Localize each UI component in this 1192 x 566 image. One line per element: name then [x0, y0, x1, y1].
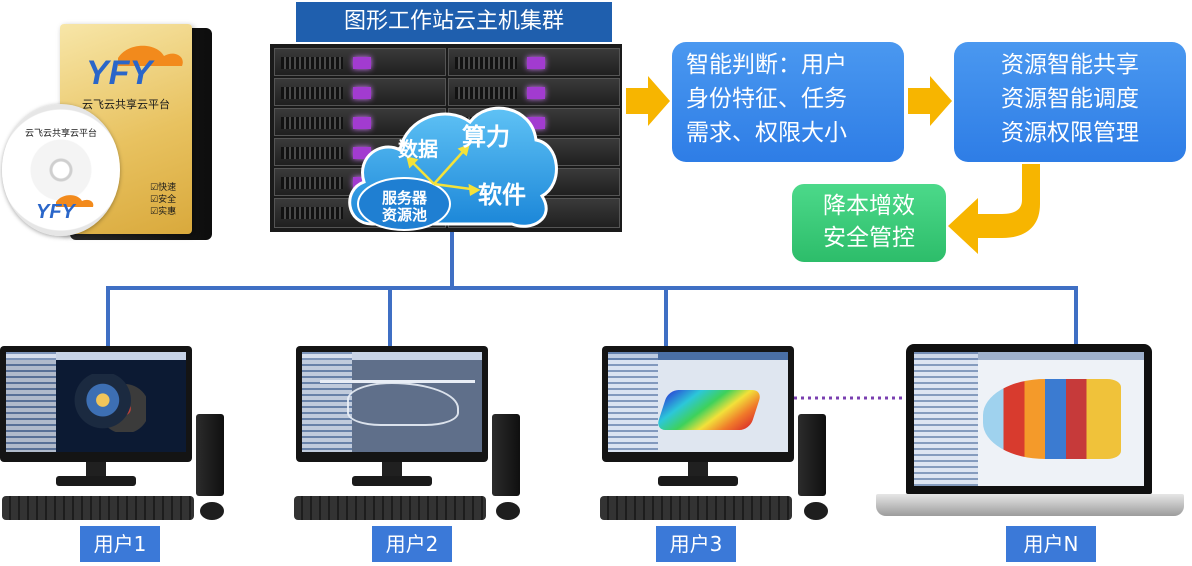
- usern-laptop: [906, 344, 1152, 494]
- user3-pc-tower: [798, 414, 826, 496]
- server-pool-label-line2: 资源池: [382, 206, 428, 224]
- server-unit: [448, 48, 620, 76]
- feature-item: ☑实惠: [150, 207, 177, 217]
- resource-line: 资源智能共享: [1001, 52, 1139, 78]
- server-unit: [274, 78, 446, 106]
- turbine-model: [983, 378, 1121, 460]
- judge-line: 智能判断：用户: [686, 52, 847, 78]
- arrow-right-icon: [908, 76, 952, 126]
- smart-judgment-box: 智能判断：用户 身份特征、任务 需求、权限大小: [672, 42, 904, 162]
- compute-label: 算力: [462, 123, 510, 151]
- user2-monitor: [296, 346, 488, 462]
- disc-logo-text: YFY: [36, 201, 77, 220]
- resource-management-box: 资源智能共享 资源智能调度 资源权限管理: [954, 42, 1186, 162]
- feature-item: ☑安全: [150, 195, 177, 205]
- software-disc: [2, 104, 120, 236]
- data-label: 数据: [398, 137, 438, 161]
- user3-monitor: [602, 346, 794, 462]
- user2-pc-tower: [492, 414, 520, 496]
- engine-model: [74, 374, 147, 432]
- judge-line: 需求、权限大小: [686, 120, 847, 146]
- server-pool-label: 服务器 资源池: [382, 190, 427, 224]
- cad-screen: [608, 352, 788, 452]
- disc-logo: YFY: [36, 195, 94, 220]
- server-pool-label-line1: 服务器: [382, 189, 428, 207]
- user-label: 用户2: [372, 526, 452, 562]
- yfy-logo: YFY: [86, 45, 183, 88]
- benefit-line: 降本增效: [823, 193, 915, 219]
- user-label: 用户1: [80, 526, 160, 562]
- user-label: 用户N: [1006, 526, 1096, 562]
- benefits-box: 降本增效 安全管控: [792, 184, 946, 262]
- server-unit: [448, 78, 620, 106]
- box-title: 云飞云共享云平台: [82, 98, 170, 111]
- user3-mouse: [804, 502, 828, 520]
- feature-item: ☑快速: [150, 183, 177, 193]
- cad-screen: [6, 352, 186, 452]
- software-label: 软件: [478, 181, 526, 209]
- arrow-right-icon: [626, 76, 670, 126]
- user1-keyboard: [2, 496, 194, 520]
- cad-screen: [914, 352, 1144, 486]
- user1-monitor: [0, 346, 192, 462]
- benefit-line: 安全管控: [823, 225, 915, 251]
- helicopter-model: [347, 382, 459, 426]
- fem-model: [655, 390, 763, 430]
- judge-line: 身份特征、任务: [686, 86, 847, 112]
- user-label: 用户3: [656, 526, 736, 562]
- curved-arrow-icon: [948, 164, 1040, 254]
- disc-title: 云飞云共享云平台: [24, 129, 97, 139]
- resource-cloud-icon: [348, 106, 558, 231]
- user2-keyboard: [294, 496, 486, 520]
- resource-line: 资源权限管理: [1001, 120, 1139, 146]
- user2-mouse: [496, 502, 520, 520]
- usern-laptop-base: [876, 494, 1184, 516]
- cad-screen: [302, 352, 482, 452]
- user3-keyboard: [600, 496, 792, 520]
- user1-pc-tower: [196, 414, 224, 496]
- yfy-logo-text: YFY: [86, 54, 155, 88]
- server-unit: [274, 48, 446, 76]
- user1-mouse: [200, 502, 224, 520]
- cluster-title: 图形工作站云主机集群: [296, 2, 612, 42]
- feature-list: ☑快速 ☑安全 ☑实惠: [150, 182, 176, 218]
- resource-line: 资源智能调度: [1001, 86, 1139, 112]
